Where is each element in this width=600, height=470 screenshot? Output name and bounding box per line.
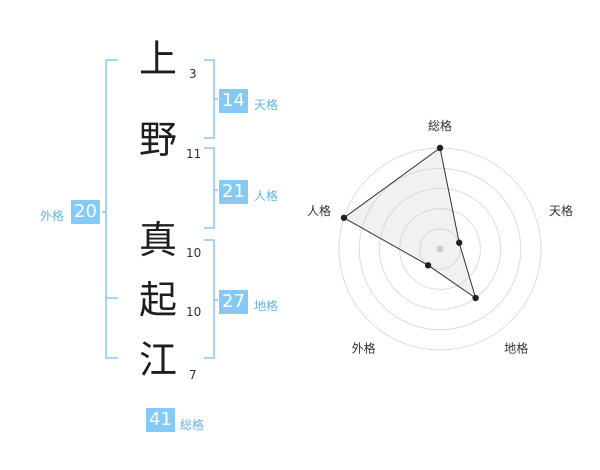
name-char-3: 真 (138, 218, 177, 262)
chikaku-bracket (204, 239, 215, 359)
stroke-count-2: 11 (186, 147, 202, 161)
chikaku-label: 地格 (254, 299, 279, 313)
radar-axis-label-4: 外格 (352, 341, 376, 356)
name-char-5: 江 (138, 338, 177, 382)
tenkaku-label: 天格 (254, 98, 279, 112)
name-char-2: 野 (138, 118, 177, 162)
radar-ring (358, 167, 522, 331)
stroke-count-3: 10 (186, 246, 202, 260)
jinkaku-value: 21 (219, 180, 248, 204)
radar-point-1 (436, 144, 444, 152)
radar-ring (419, 228, 461, 270)
stroke-count-4: 10 (186, 305, 202, 319)
radar-axis-label-2: 天格 (549, 203, 573, 218)
radar-point-2 (456, 239, 463, 246)
tenkaku-value: 14 (219, 89, 248, 113)
radar-axis-label-1: 総格 (428, 118, 452, 133)
stroke-count-1: 3 (189, 67, 197, 81)
gaikaku-bracket (105, 59, 118, 359)
bracket-lines (102, 59, 218, 359)
radar-axis-label-3: 地格 (504, 341, 528, 356)
name-char-1: 上 (138, 37, 177, 81)
gaikaku-label: 外格 (40, 209, 65, 223)
soukaku-label: 総格 (180, 418, 205, 432)
gaikaku-value: 20 (71, 200, 100, 224)
jinkaku-bracket (204, 147, 215, 229)
name-char-4: 起 (138, 278, 177, 322)
radar-center-dot (436, 245, 444, 253)
radar-point-4 (424, 262, 432, 269)
radar-series-area (343, 147, 477, 300)
soukaku-value: 41 (146, 408, 175, 432)
radar-point-3 (472, 294, 479, 302)
jinkaku-label: 人格 (254, 189, 279, 203)
radar-ring (378, 187, 502, 311)
tenkaku-bracket (204, 59, 215, 139)
radar-point-5 (340, 214, 348, 221)
radar-axis-label-5: 人格 (307, 203, 331, 218)
stroke-count-5: 7 (189, 368, 197, 382)
chikaku-value: 27 (219, 290, 248, 314)
